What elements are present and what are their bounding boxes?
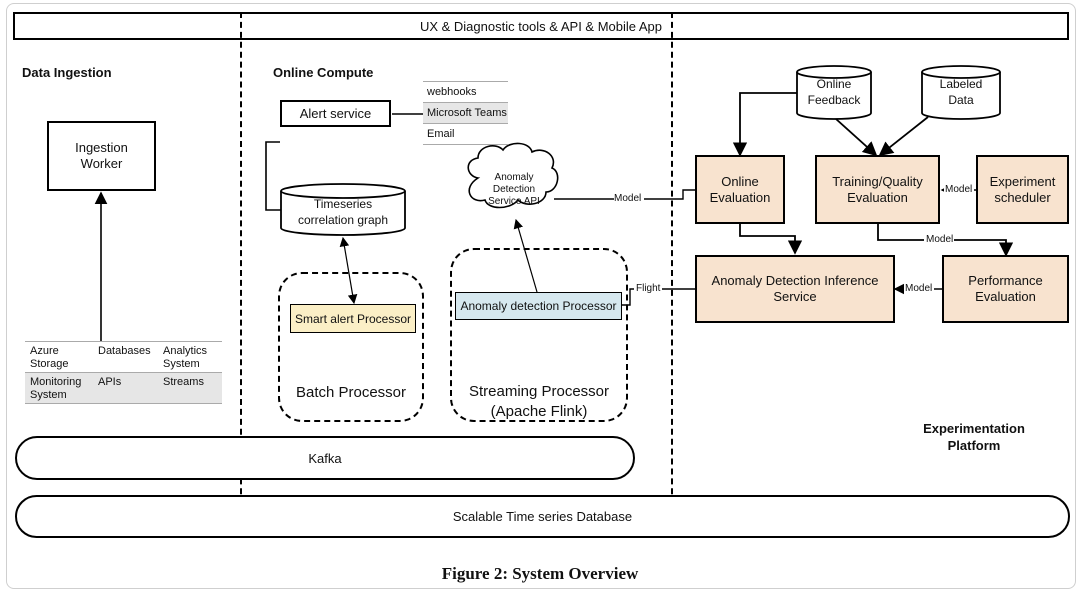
timeseries-graph-label: Timeseries correlation graph bbox=[297, 197, 389, 227]
online-evaluation-box: Online Evaluation bbox=[695, 155, 785, 224]
source-databases: Databases bbox=[98, 345, 151, 357]
online-feedback-label: Online Feedback bbox=[807, 77, 861, 107]
smart-alert-processor-label: Smart alert Processor bbox=[294, 311, 412, 326]
section-title-experimentation: Experimentation Platform bbox=[923, 421, 1025, 453]
batch-processor-group bbox=[278, 272, 424, 422]
labeled-data-label: Labeled Data bbox=[939, 77, 983, 107]
tsdb-bus: Scalable Time series Database bbox=[15, 495, 1070, 538]
inference-service-box: Anomaly Detection Inference Service bbox=[695, 255, 895, 323]
divider-ingestion-online bbox=[240, 12, 242, 534]
online-evaluation-label: Online Evaluation bbox=[709, 173, 771, 205]
source-azure-storage: Azure Storage bbox=[30, 345, 69, 370]
divider-online-experimentation bbox=[671, 12, 673, 534]
edge-label-model-training: Model bbox=[926, 234, 954, 245]
training-quality-label: Training/Quality Evaluation bbox=[832, 173, 923, 205]
smart-alert-processor-box: Smart alert Processor bbox=[290, 304, 416, 333]
source-streams: Streams bbox=[163, 376, 204, 388]
edge-processor-to-api bbox=[513, 218, 538, 293]
ux-api-bar: UX & Diagnostic tools & API & Mobile App bbox=[13, 12, 1069, 40]
source-analytics-system: Analytics System bbox=[163, 345, 208, 370]
ingestion-worker-box: Ingestion Worker bbox=[47, 121, 156, 191]
ad-service-api-label: Anomaly Detection Service API bbox=[488, 172, 540, 207]
performance-evaluation-label: Performance Evaluation bbox=[968, 273, 1043, 304]
edge-feedback-to-online-eval bbox=[732, 92, 797, 157]
edge-feedback-to-training bbox=[835, 118, 878, 157]
performance-evaluation-box: Performance Evaluation bbox=[942, 255, 1069, 323]
kafka-label: Kafka bbox=[308, 450, 342, 466]
ad-service-api-cloud bbox=[467, 142, 559, 209]
tsdb-label: Scalable Time series Database bbox=[452, 509, 633, 524]
channel-webhooks: webhooks bbox=[423, 81, 508, 102]
timeseries-graph-cylinder bbox=[280, 183, 406, 236]
inference-service-label: Anomaly Detection Inference Service bbox=[711, 273, 879, 304]
streaming-processor-group bbox=[450, 248, 628, 422]
streaming-processor-label: Streaming Processor (Apache Flink) bbox=[468, 383, 610, 420]
anomaly-detection-processor-label: Anomaly detection Processor bbox=[460, 299, 617, 313]
kafka-bus: Kafka bbox=[15, 436, 635, 480]
edge-timeseries-smart-alert bbox=[339, 236, 358, 305]
alert-service-label: Alert service bbox=[299, 105, 372, 121]
source-monitoring-system: Monitoring System bbox=[30, 376, 82, 401]
channel-email: Email bbox=[427, 128, 455, 140]
channel-microsoft-teams: Microsoft Teams bbox=[423, 102, 508, 124]
edge-online-eval-to-inference bbox=[739, 224, 803, 255]
anomaly-detection-processor-box: Anomaly detection Processor bbox=[455, 292, 622, 320]
figure-caption: Figure 2: System Overview bbox=[441, 564, 639, 583]
edge-labeled-to-training bbox=[878, 116, 929, 157]
edge-label-model-api: Model bbox=[614, 193, 642, 204]
training-quality-box: Training/Quality Evaluation bbox=[815, 155, 940, 224]
sources-table-row-shade bbox=[25, 372, 222, 404]
experiment-scheduler-label: Experiment scheduler bbox=[989, 173, 1056, 205]
batch-processor-label: Batch Processor bbox=[295, 384, 407, 401]
ux-api-bar-label: UX & Diagnostic tools & API & Mobile App bbox=[419, 18, 663, 34]
notification-channels-list: webhooks Microsoft Teams Email bbox=[423, 81, 508, 145]
section-title-online: Online Compute bbox=[273, 65, 374, 80]
source-apis: APIs bbox=[98, 376, 122, 388]
section-title-ingestion: Data Ingestion bbox=[22, 65, 112, 80]
labeled-data-cylinder bbox=[921, 65, 1001, 120]
sources-table-top-rule bbox=[25, 341, 222, 342]
alert-service-box: Alert service bbox=[280, 100, 391, 127]
ingestion-worker-label: Ingestion Worker bbox=[75, 140, 128, 171]
edge-label-flight: Flight bbox=[636, 283, 661, 294]
edge-timeseries-to-alert bbox=[265, 141, 282, 211]
edge-label-model-performance: Model bbox=[905, 283, 933, 294]
online-feedback-cylinder bbox=[796, 65, 872, 120]
edge-label-model-scheduler: Model bbox=[945, 184, 973, 195]
experiment-scheduler-box: Experiment scheduler bbox=[976, 155, 1069, 224]
